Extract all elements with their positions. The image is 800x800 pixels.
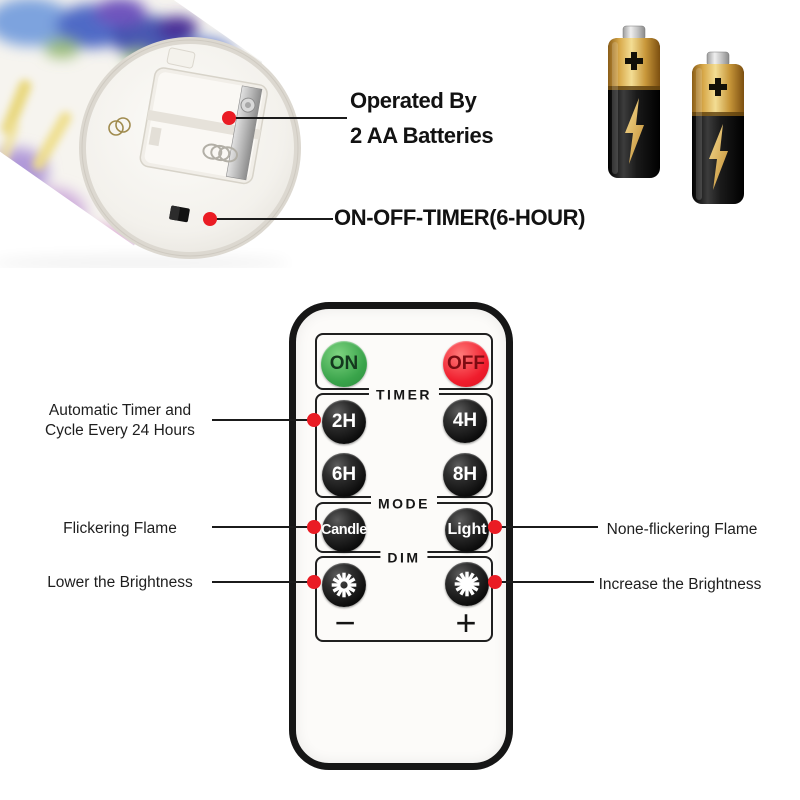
- callout-dot-candle: [307, 520, 321, 534]
- on-button: ON: [321, 341, 367, 387]
- timer-4h-button: 4H: [443, 399, 487, 443]
- mode-section-title: MODE: [371, 495, 437, 512]
- dim-section: DIM: [315, 549, 493, 643]
- timer-2h-button: 2H: [322, 400, 366, 444]
- battery-note-line1: Operated By: [350, 88, 477, 113]
- dim-down-button: [322, 563, 366, 607]
- candle-bottom-view: [0, 0, 301, 268]
- dim-up-button: [445, 562, 489, 606]
- battery-note-line2: 2 AA Batteries: [350, 123, 494, 148]
- battery-note: Operated By 2 AA Batteries: [350, 83, 494, 153]
- timer-switch: [169, 205, 190, 223]
- mode-section: MODE Candle Light: [315, 495, 493, 553]
- sun-dim-icon: [331, 572, 357, 598]
- callout-line-auto-timer: [212, 419, 314, 421]
- aa-battery-icon: [692, 51, 744, 204]
- battery-spring: [202, 143, 239, 163]
- on-button-label: ON: [329, 353, 359, 374]
- plus-terminal-icon: [625, 52, 643, 70]
- timer-8h-button: 8H: [443, 453, 487, 497]
- callout-dot-battery-contact: [222, 111, 236, 125]
- timer-section: TIMER 2H 4H 6H 8H: [315, 386, 493, 498]
- off-button-label: OFF: [447, 353, 485, 374]
- callout-dot-light: [488, 520, 502, 534]
- sun-bright-icon: [454, 571, 480, 597]
- callout-dot-dim-up: [488, 575, 502, 589]
- battery-compartment: [139, 67, 268, 185]
- face-notch: [166, 47, 196, 69]
- power-section: ON OFF: [315, 333, 493, 390]
- mode-candle-button: Candle: [321, 508, 367, 552]
- aa-batteries-illustration: [608, 25, 744, 204]
- small-coil: [108, 117, 131, 136]
- mode-light-button: Light: [445, 508, 489, 552]
- increase-brightness-label: Increase the Brightness: [598, 576, 762, 593]
- off-button: OFF: [443, 341, 489, 387]
- lightning-bolt-icon: [625, 98, 644, 164]
- timer-6h-button: 6H: [322, 453, 366, 497]
- callout-line-lower: [212, 581, 314, 583]
- dim-section-title: DIM: [380, 549, 428, 566]
- callout-dot-dim-down: [307, 575, 321, 589]
- callout-dot-2h: [307, 413, 321, 427]
- dim-minus-sign: −: [334, 602, 356, 643]
- dim-plus-sign: +: [455, 602, 477, 643]
- none-flickering-label: None-flickering Flame: [606, 521, 758, 538]
- timer-switch-note: ON-OFF-TIMER(6-HOUR): [334, 205, 586, 230]
- timer-section-title: TIMER: [368, 386, 440, 403]
- callout-line-flickering: [212, 526, 314, 528]
- callout-line-timer-switch: [210, 218, 333, 220]
- callout-line-batteries: [229, 117, 347, 119]
- remote-control: ON OFF TIMER 2H 4H 6H 8H MODE: [289, 302, 513, 770]
- callout-line-none-flickering: [496, 526, 598, 528]
- lightning-bolt-icon: [709, 124, 728, 190]
- plus-terminal-icon: [709, 78, 727, 96]
- callout-dot-timer-switch: [203, 212, 217, 226]
- callout-line-increase: [496, 581, 594, 583]
- flickering-flame-label: Flickering Flame: [63, 520, 177, 537]
- aa-battery-icon: [608, 25, 660, 178]
- auto-timer-label: Automatic Timer and Cycle Every 24 Hours: [45, 402, 195, 439]
- lower-brightness-label: Lower the Brightness: [47, 574, 193, 591]
